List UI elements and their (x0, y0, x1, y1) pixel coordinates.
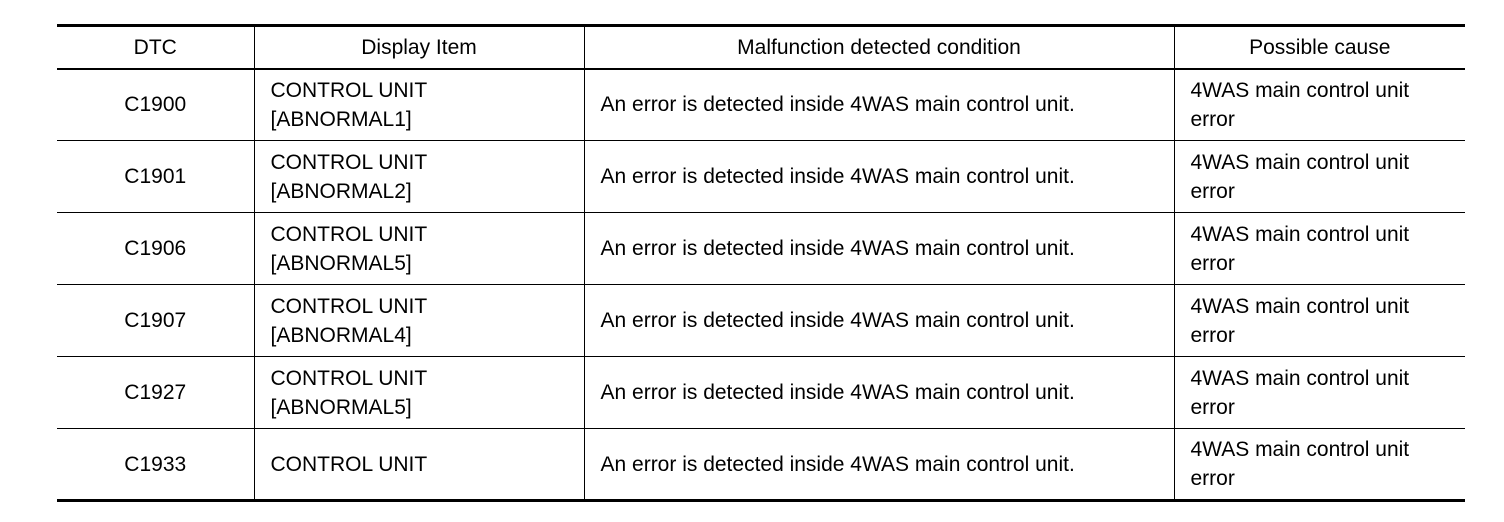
dtc-code: C1933 (57, 428, 255, 502)
possible-cause: 4WAS main control unit error (1173, 140, 1465, 213)
possible-cause: 4WAS main control unit error (1173, 68, 1465, 141)
possible-cause-line: 4WAS main control unit (1190, 78, 1410, 102)
header-cause: Possible cause (1173, 24, 1465, 70)
table-row: C1906 CONTROL UNIT [ABNORMAL5] An error is … (57, 212, 1465, 285)
display-item-line: CONTROL UNIT (270, 222, 428, 246)
dtc-code: C1907 (57, 284, 255, 357)
malfunction-condition: An error is detected inside 4WAS main co… (583, 140, 1175, 213)
possible-cause-line: 4WAS main control unit (1190, 366, 1410, 390)
possible-cause: 4WAS main control unit error (1173, 212, 1465, 285)
header-row: DTC Display Item Malfunction detected co… (57, 24, 1465, 70)
display-item-line: [ABNORMAL1] (270, 107, 412, 131)
possible-cause-line: error (1190, 323, 1235, 347)
table-row: C1900 CONTROL UNIT [ABNORMAL1] An error is … (57, 68, 1465, 141)
possible-cause-line: 4WAS main control unit (1190, 294, 1410, 318)
possible-cause-line: 4WAS main control unit (1190, 150, 1410, 174)
possible-cause-line: 4WAS main control unit (1190, 438, 1410, 461)
malfunction-condition: An error is detected inside 4WAS main co… (583, 284, 1175, 357)
possible-cause-line: error (1190, 251, 1235, 275)
display-item-line: CONTROL UNIT (270, 366, 428, 390)
possible-cause-line: error (1190, 467, 1235, 490)
display-item-line: CONTROL UNIT (270, 150, 428, 174)
possible-cause-line: 4WAS main control unit (1190, 222, 1410, 246)
malfunction-condition: An error is detected inside 4WAS main co… (583, 356, 1175, 429)
dtc-code: C1927 (57, 356, 255, 429)
malfunction-condition: An error is detected inside 4WAS main co… (583, 68, 1175, 141)
dtc-table: DTC Display Item Malfunction detected co… (57, 24, 1465, 502)
dtc-code: C1906 (57, 212, 255, 285)
display-item-line: [ABNORMAL2] (270, 179, 412, 203)
display-item: CONTROL UNIT [ABNORMAL2] (253, 140, 585, 213)
dtc-code: C1900 (57, 68, 255, 141)
display-item: CONTROL UNIT [ABNORMAL5] (253, 356, 585, 429)
possible-cause: 4WAS main control unit error (1173, 284, 1465, 357)
possible-cause: 4WAS main control unit error (1173, 356, 1465, 429)
display-item: CONTROL UNIT [ABNORMAL4] (253, 284, 585, 357)
malfunction-condition: An error is detected inside 4WAS main co… (583, 428, 1175, 502)
display-item-line: [ABNORMAL5] (270, 395, 412, 419)
display-item-line: [ABNORMAL4] (270, 323, 412, 347)
display-item: CONTROL UNIT [ABNORMAL1] (253, 68, 585, 141)
malfunction-condition: An error is detected inside 4WAS main co… (583, 212, 1175, 285)
possible-cause-line: error (1190, 179, 1235, 203)
header-dtc: DTC (57, 24, 255, 70)
table-row: C1927 CONTROL UNIT [ABNORMAL5] An error is … (57, 356, 1465, 429)
display-item-line: CONTROL UNIT (270, 78, 428, 102)
possible-cause-line: error (1190, 107, 1235, 131)
header-display-item: Display Item (253, 24, 585, 70)
display-item-line: CONTROL UNIT (270, 452, 428, 476)
display-item-line: [ABNORMAL5] (270, 251, 412, 275)
table-header: DTC Display Item Malfunction detected co… (57, 24, 1465, 70)
display-item: CONTROL UNIT [ABNORMAL5] (253, 212, 585, 285)
header-condition: Malfunction detected condition (583, 24, 1175, 70)
display-item: CONTROL UNIT (253, 428, 585, 502)
dtc-code: C1901 (57, 140, 255, 213)
display-item-line: CONTROL UNIT (270, 294, 428, 318)
table-row: C1933 CONTROL UNIT An error is detected in… (57, 428, 1465, 502)
possible-cause: 4WAS main control unit error (1173, 428, 1465, 502)
possible-cause-line: error (1190, 395, 1235, 419)
table-row: C1907 CONTROL UNIT [ABNORMAL4] An error is … (57, 284, 1465, 357)
table-row: C1901 CONTROL UNIT [ABNORMAL2] An error is … (57, 140, 1465, 213)
